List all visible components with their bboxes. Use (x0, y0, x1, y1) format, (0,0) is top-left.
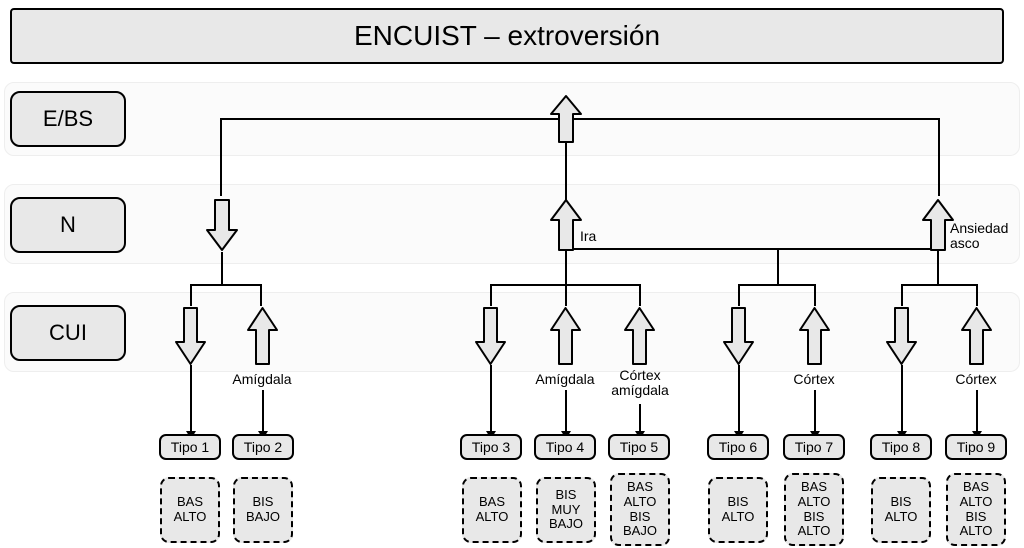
connector-right-mid-drop (777, 248, 779, 284)
block-arrow-down-cui-1 (174, 306, 207, 366)
tipo-box-9[interactable]: Tipo 9 (945, 434, 1007, 460)
stem-tipo-4 (565, 390, 567, 433)
connector-top-bus (220, 118, 940, 120)
label-cortex-2: Córtex (955, 371, 997, 387)
trait-box-1: BAS ALTO (160, 477, 220, 543)
label-amigdala-1: Amígdala (232, 371, 292, 387)
connector-top-right-drop (938, 118, 940, 196)
tipo-box-6[interactable]: Tipo 6 (707, 434, 769, 460)
connector-center-bus-drop-3 (639, 284, 641, 306)
connector-left-bus-drop-1 (190, 284, 192, 306)
connector-left-bus (190, 284, 262, 286)
connector-right-bus-b (901, 284, 977, 286)
block-arrow-up-n-center (549, 198, 583, 252)
tipo-box-8[interactable]: Tipo 8 (870, 434, 932, 460)
block-arrow-down-cui-3 (474, 306, 507, 366)
connector-left-bus-drop-2 (260, 284, 262, 306)
row-label-cui: CUI (10, 305, 126, 361)
trait-box-9: BAS ALTO BIS ALTO (946, 473, 1006, 546)
row-label-ebs: E/BS (10, 91, 126, 147)
connector-right-bus-a (738, 284, 816, 286)
row-label-n: N (10, 197, 126, 253)
block-arrow-up-cui-9 (960, 306, 993, 366)
connector-center-stem (565, 248, 567, 284)
label-ira: Ira (580, 228, 597, 244)
trait-box-5: BAS ALTO BIS BAJO (610, 473, 670, 546)
row-band-cui (4, 292, 1020, 372)
block-arrow-up-n-right (921, 198, 955, 252)
stem-tipo-3 (490, 365, 492, 433)
trait-box-4: BIS MUY BAJO (536, 477, 596, 543)
block-arrow-up-ebs (549, 94, 583, 144)
connector-right-bus-a-drop-1 (738, 284, 740, 306)
trait-box-7: BAS ALTO BIS ALTO (784, 473, 844, 546)
label-amigdala-2: Amígdala (535, 371, 595, 387)
stem-tipo-5 (639, 404, 641, 433)
block-arrow-up-cui-2 (246, 306, 279, 366)
stem-tipo-9 (976, 390, 978, 433)
tipo-box-5[interactable]: Tipo 5 (608, 434, 670, 460)
label-ansiedad-asco: Ansiedad asco (950, 220, 1009, 251)
tipo-box-7[interactable]: Tipo 7 (783, 434, 845, 460)
trait-box-6: BIS ALTO (708, 477, 768, 543)
stem-tipo-2 (262, 390, 264, 433)
connector-right-cross-bus (560, 248, 940, 250)
connector-top-left-drop (220, 118, 222, 196)
connector-top-center-stem (565, 140, 567, 200)
connector-center-bus-drop-2 (565, 284, 567, 306)
connector-right-stem (937, 248, 939, 284)
trait-box-2: BIS BAJO (233, 477, 293, 543)
block-arrow-up-cui-5 (623, 306, 656, 366)
tipo-box-2[interactable]: Tipo 2 (232, 434, 294, 460)
connector-right-bus-a-drop-2 (814, 284, 816, 306)
stem-tipo-8 (901, 365, 903, 433)
label-cortex-amigdala: Córtex amígdala (611, 367, 669, 398)
tipo-box-3[interactable]: Tipo 3 (460, 434, 522, 460)
stem-tipo-7 (814, 390, 816, 433)
stem-tipo-6 (738, 365, 740, 433)
connector-right-bus-b-drop-2 (976, 284, 978, 306)
label-cortex-1: Córtex (793, 371, 835, 387)
page-title: ENCUIST – extroversión (10, 8, 1004, 64)
block-arrow-down-cui-8 (885, 306, 918, 366)
block-arrow-up-cui-4 (549, 306, 582, 366)
trait-box-3: BAS ALTO (462, 477, 522, 543)
tipo-box-1[interactable]: Tipo 1 (159, 434, 221, 460)
tipo-box-4[interactable]: Tipo 4 (534, 434, 596, 460)
block-arrow-down-cui-6 (722, 306, 755, 366)
connector-right-bus-b-drop-1 (901, 284, 903, 306)
trait-box-8: BIS ALTO (871, 477, 931, 543)
row-band-n (4, 184, 1020, 264)
block-arrow-down-n-left (205, 198, 239, 252)
connector-left-stem (221, 252, 223, 284)
connector-center-bus-drop-1 (490, 284, 492, 306)
block-arrow-up-cui-7 (798, 306, 831, 366)
stem-tipo-1 (190, 365, 192, 433)
